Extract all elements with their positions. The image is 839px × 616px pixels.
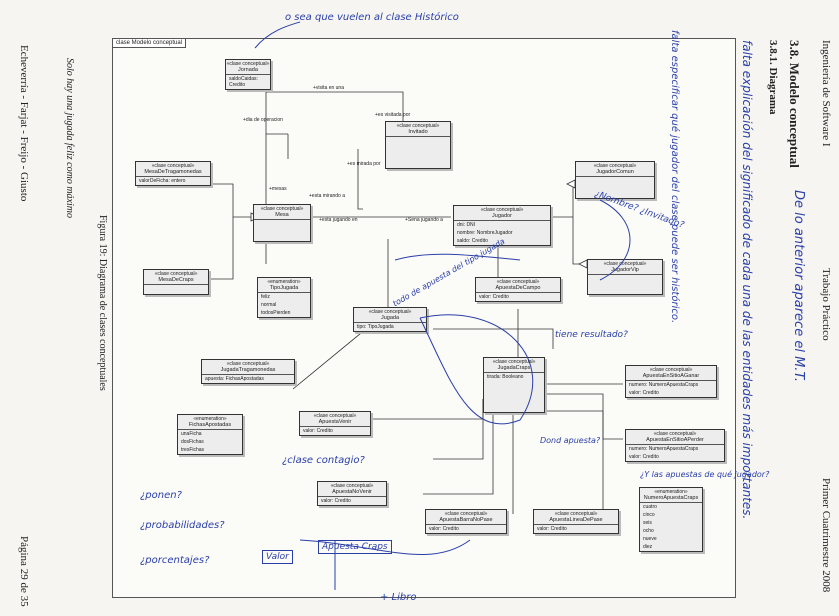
class-jugada: «clase conceptual» Jugada tipo: TipoJuga…: [353, 307, 427, 332]
annotation-resultado: tiene resultado?: [555, 330, 628, 340]
class-apuesta-venir: «clase conceptual» ApuestaVenir valor: C…: [299, 411, 371, 436]
assoc-dia-operacion-label: +dia de operacion: [243, 117, 283, 123]
annotation-libro: + Libro: [380, 592, 417, 603]
class-apuesta-linea-pase: «clase conceptual» ApuestaLineaDePase va…: [533, 509, 619, 534]
class-diagram: clase Modelo conceptual: [112, 38, 736, 598]
enum-tipo-jugada: «enumeration» TipoJugada feliz normal to…: [257, 277, 311, 318]
class-apuesta-sitio-ganar: «clase conceptual» ApuestaEnSitioAGanar …: [625, 365, 717, 398]
class-jugador-vip: «clase conceptual» JugadorVip: [587, 259, 663, 295]
class-jugada-craps: «clase conceptual» JugadaCraps tirada: B…: [483, 357, 545, 413]
class-apuesta-no-venir: «clase conceptual» ApuestaNoVenir valor:…: [317, 481, 387, 506]
diagram-title: clase Modelo conceptual: [113, 39, 187, 48]
class-apuesta-campo: «clase conceptual» ApuestaDeCampo valor:…: [475, 277, 561, 302]
class-apuesta-sitio-perder: «clase conceptual» ApuestaEnSitioAPerder…: [625, 429, 725, 462]
class-jornada: «clase conceptual» Jornada saldoCaidas: …: [225, 59, 271, 90]
assoc-es-mirada-label: +es mirada por: [347, 161, 381, 167]
assoc-visita-label: +visita en una: [313, 85, 344, 91]
annotation-apuesta-craps: Apuesta Craps: [318, 540, 392, 554]
annotation-apuestas-jugador: ¿Y las apuestas de qué jugador?: [640, 470, 770, 479]
annotation-clase-contagio: ¿clase contagio?: [282, 455, 365, 466]
class-mesa-tragamonedas: «clase conceptual» MesaDeTragamonedas va…: [135, 161, 211, 186]
annotation-probabilidades: ¿probabilidades?: [140, 520, 225, 531]
assoc-mesas-label: +mesas: [269, 186, 287, 192]
annotation-dond-apuesta: Dond apuesta?: [540, 436, 601, 445]
annotation-valor: Valor: [262, 550, 293, 564]
class-jugada-tragamonedas: «clase conceptual» JugadaTragamonedas ap…: [201, 359, 295, 384]
assoc-esta-mirando-label: +esta mirando a: [309, 193, 345, 199]
class-mesa-craps: «clase conceptual» MesaDeCraps: [143, 269, 209, 295]
class-apuesta-barra-no-pase: «clase conceptual» ApuestaBarraNoPase va…: [425, 509, 507, 534]
class-mesa: «clase conceptual» Mesa: [253, 204, 311, 242]
assoc-siendo-jugada-label: +Sena jugando a: [405, 217, 443, 223]
annotation-ponen: ¿ponen?: [140, 490, 182, 501]
class-invitado: «clase conceptual» Invitado: [385, 121, 451, 169]
class-jugador: «clase conceptual» Jugador dni: DNI nomb…: [453, 205, 551, 246]
annotation-porcentajes: ¿porcentajes?: [140, 555, 210, 566]
annotation-historico: o sea que vuelen al clase Histórico: [285, 12, 459, 23]
class-jugador-comun: «clase conceptual» JugadorComun: [575, 161, 655, 199]
assoc-esta-jugando-label: +esta jugando en: [319, 217, 358, 223]
enum-fichas-apostadas: «enumeration» FichasApostadas unaFicha d…: [177, 414, 243, 455]
enum-numero-apuesta-craps: «enumeration» NumeroApuestaCraps cuatro …: [639, 487, 703, 552]
assoc-es-visitada-label: +es visitada por: [375, 112, 411, 118]
